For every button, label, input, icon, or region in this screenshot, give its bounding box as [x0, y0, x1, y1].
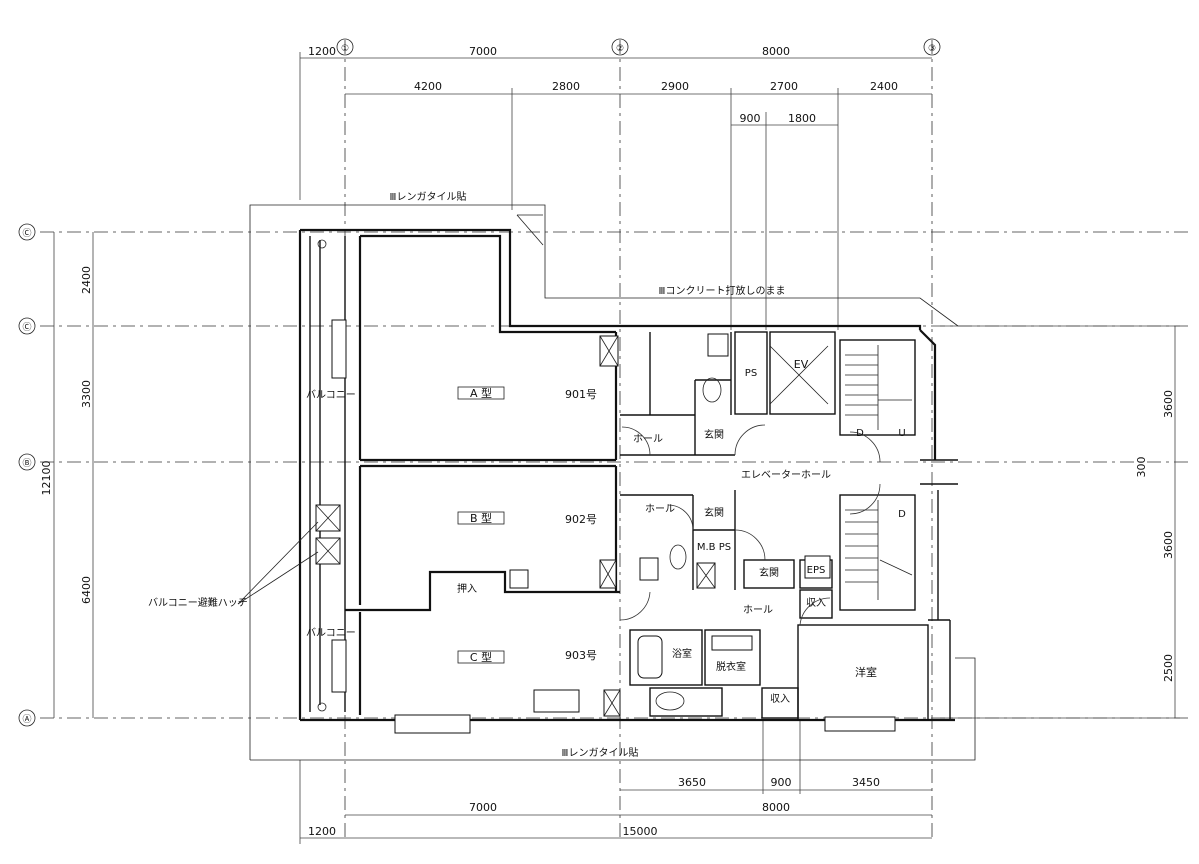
dim-top-7000: 7000	[469, 45, 497, 58]
label-unit-902: 902号	[565, 513, 597, 526]
label-ps: PS	[745, 368, 757, 379]
dim-bottom-8000: 8000	[762, 801, 790, 814]
dim-right-3600-lower: 3600	[1162, 531, 1175, 559]
label-balcony-2: バルコニー	[306, 627, 356, 639]
dim-bottom-1200: 1200	[308, 825, 336, 838]
label-stair-d-2: D	[898, 509, 906, 520]
label-oshiire-3: 収入	[770, 693, 790, 705]
note-top-tile: Ⅲレンガタイル貼	[390, 190, 467, 203]
label-oshiire-1: 押入	[457, 582, 477, 595]
dim-top-900: 900	[740, 112, 761, 125]
dim-left-2400: 2400	[80, 266, 93, 294]
label-genkan-1: 玄関	[704, 428, 724, 441]
grid-bubble-2: ②	[616, 44, 624, 54]
label-eps: EPS	[807, 565, 826, 576]
grid-bubble-1: ①	[341, 44, 349, 54]
dim-top-2700: 2700	[770, 80, 798, 93]
dim-top-2400: 2400	[870, 80, 898, 93]
dim-top-4200: 4200	[414, 80, 442, 93]
dim-right-2500: 2500	[1162, 654, 1175, 682]
dim-top-8000: 8000	[762, 45, 790, 58]
note-concrete: Ⅲコンクリート打放しのまま	[659, 284, 786, 297]
dim-bottom-900: 900	[771, 776, 792, 789]
dimensions-top: 1200 7000 8000 4200 2800 2900 2700 2400 …	[299, 45, 932, 330]
grid-bubble-b: Ⓑ	[22, 458, 31, 469]
label-mbps: M.B PS	[697, 542, 731, 553]
label-unit-903: 903号	[565, 649, 597, 662]
dim-right-300: 300	[1135, 457, 1148, 478]
label-hall-1: ホール	[633, 433, 663, 445]
fixtures	[315, 239, 896, 734]
label-yoshitsu: 洋室	[855, 665, 877, 679]
note-balcony-hatch: バルコニー避難ハッチ	[148, 596, 248, 609]
grid-bubble-3: ③	[928, 44, 936, 54]
label-washroom: 脱衣室	[716, 660, 746, 673]
dim-right-3600-upper: 3600	[1162, 390, 1175, 418]
label-hall-3: ホール	[743, 604, 773, 616]
grid-bubble-c-upper: Ⓒ	[22, 228, 31, 239]
room-labels: A 型 901号 B 型 902号 C 型 903号 バルコニー バルコニー ホ…	[306, 358, 906, 705]
note-bottom-tile: Ⅲレンガタイル貼	[562, 746, 639, 759]
label-genkan-3: 玄関	[759, 566, 779, 579]
grid-bubbles: ① ② ③ Ⓒ Ⓒ Ⓑ Ⓐ	[18, 38, 941, 727]
label-stair-u-1: U	[898, 428, 905, 439]
dimensions-left: 2400 3300 6400 12100	[40, 232, 94, 718]
grid-bubble-c: Ⓒ	[22, 322, 31, 333]
dim-top-2900: 2900	[661, 80, 689, 93]
stairs	[845, 345, 913, 600]
label-oshiire-2: 収入	[806, 597, 826, 609]
dim-bottom-7000: 7000	[469, 801, 497, 814]
dim-top-1800: 1800	[788, 112, 816, 125]
outer-outline	[249, 204, 976, 761]
dim-left-6400: 6400	[80, 576, 93, 604]
dim-bottom-15000: 15000	[623, 825, 658, 838]
label-balcony-1: バルコニー	[306, 389, 356, 401]
label-unit-901: 901号	[565, 388, 597, 401]
dim-top-1200: 1200	[308, 45, 336, 58]
label-a-type: A 型	[470, 386, 492, 400]
doors	[619, 424, 881, 626]
dim-top-2800: 2800	[552, 80, 580, 93]
label-hall-2: ホール	[645, 503, 675, 515]
annotations: Ⅲレンガタイル貼 Ⅲコンクリート打放しのまま Ⅲレンガタイル貼 バルコニー避難ハ…	[148, 190, 785, 759]
label-bath: 浴室	[672, 647, 692, 660]
dim-left-3300: 3300	[80, 380, 93, 408]
dim-bottom-3450: 3450	[852, 776, 880, 789]
label-b-type: B 型	[470, 511, 492, 525]
dimensions-right: 3600 300 3600 2500	[940, 325, 1180, 719]
label-elevator-hall: エレベーターホール	[741, 469, 831, 481]
label-ev: EV	[794, 358, 809, 371]
dim-left-12100: 12100	[40, 461, 53, 496]
label-c-type: C 型	[470, 650, 492, 664]
dim-bottom-3650: 3650	[678, 776, 706, 789]
dimensions-bottom: 3650 900 3450 7000 8000 1200 15000	[299, 720, 932, 844]
label-stair-d-1: D	[856, 428, 864, 439]
grid-bubble-a: Ⓐ	[22, 714, 31, 725]
walls	[298, 228, 958, 722]
label-genkan-2: 玄関	[704, 506, 724, 519]
